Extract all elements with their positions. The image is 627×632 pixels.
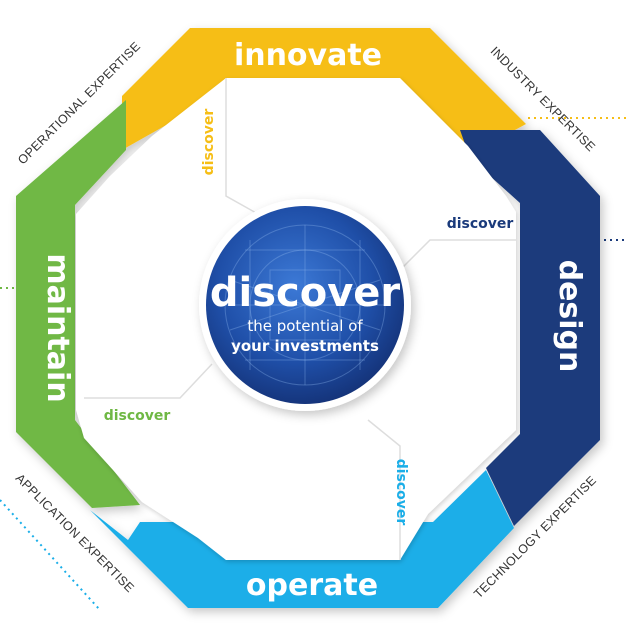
divider-right <box>399 239 516 271</box>
hub-title: discover <box>210 270 401 316</box>
panel-top-label: discover <box>201 109 217 176</box>
maintain-label: maintain <box>40 253 75 402</box>
panel-left-label: discover <box>104 408 171 424</box>
segment-maintain <box>16 100 140 508</box>
design-label: design <box>552 260 587 373</box>
panel-right-label: discover <box>447 216 514 232</box>
operate-label: operate <box>246 568 378 603</box>
blueprint-pattern <box>224 224 386 386</box>
divider-bottom <box>367 419 401 560</box>
hub-subtitle-line1: the potential of <box>247 317 363 335</box>
panel-dividers <box>84 78 516 560</box>
dotted-line-bottom-left <box>0 499 101 611</box>
hub-subtitle-line2: your investments <box>231 337 379 355</box>
hub-circle <box>206 206 404 404</box>
panel-bottom-label: discover <box>393 459 409 526</box>
central-hub: discover the potential of your investmen… <box>199 199 411 411</box>
dotted-guides <box>0 117 627 611</box>
divider-top <box>225 78 259 215</box>
innovate-label: innovate <box>234 38 382 73</box>
divider-left <box>84 363 213 399</box>
segment-design <box>460 130 600 526</box>
